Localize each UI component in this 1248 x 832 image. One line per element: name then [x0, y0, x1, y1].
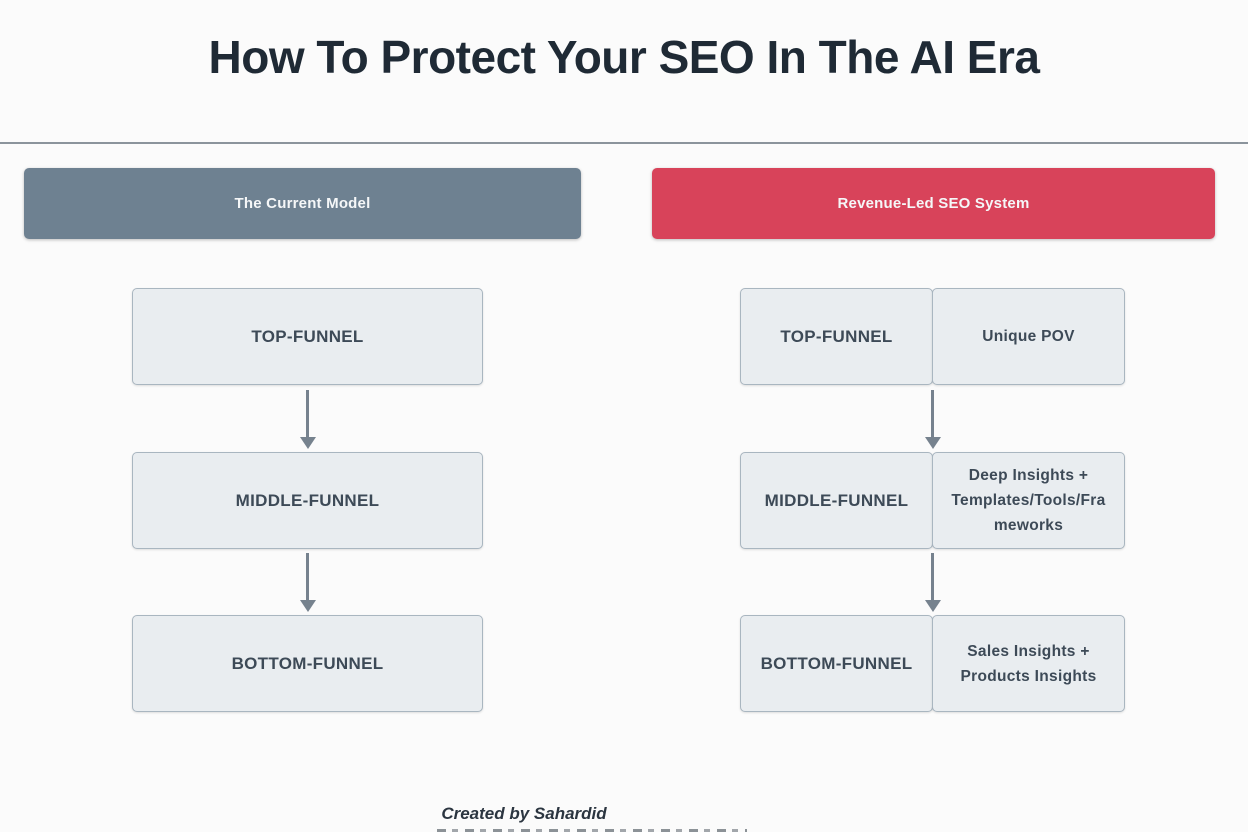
left-box-bottom-funnel: BOTTOM-FUNNEL: [132, 615, 483, 712]
left-box-top-funnel: TOP-FUNNEL: [132, 288, 483, 385]
left-box-middle-funnel: MIDDLE-FUNNEL: [132, 452, 483, 549]
page-title: How To Protect Your SEO In The AI Era: [208, 31, 1040, 83]
right-arrow-down-1-icon: [931, 390, 934, 438]
right-box-middle-funnel-label: MIDDLE-FUNNEL: [764, 490, 909, 510]
right-column-header-label: Revenue-Led SEO System: [837, 195, 1030, 212]
right-box-top-funnel-label: TOP-FUNNEL: [780, 326, 893, 346]
header-divider-line: [0, 142, 1248, 144]
right-box-bottom-funnel: BOTTOM-FUNNEL: [740, 615, 933, 712]
cutoff-text-fragment: [437, 829, 747, 832]
left-arrow-down-1-icon: [306, 390, 309, 438]
footer-credit: Created by Sahardid: [441, 804, 607, 823]
right-arrow-down-2-icon: [931, 553, 934, 601]
left-box-middle-funnel-label: MIDDLE-FUNNEL: [235, 490, 380, 510]
right-box-middle-funnel: MIDDLE-FUNNEL: [740, 452, 933, 549]
right-box-bottom-funnel-label: BOTTOM-FUNNEL: [760, 653, 913, 673]
right-box-deep-insights: Deep Insights + Templates/Tools/Framewor…: [932, 452, 1125, 549]
right-box-unique-pov-label: Unique POV: [982, 328, 1075, 345]
right-column-header: Revenue-Led SEO System: [652, 168, 1215, 239]
left-arrow-down-2-icon: [306, 553, 309, 601]
left-box-bottom-funnel-label: BOTTOM-FUNNEL: [231, 653, 384, 673]
right-box-deep-insights-label: Deep Insights + Templates/Tools/Framewor…: [951, 467, 1106, 534]
right-box-unique-pov: Unique POV: [932, 288, 1125, 385]
left-column-header: The Current Model: [24, 168, 581, 239]
left-column-header-label: The Current Model: [234, 195, 371, 212]
right-box-sales-insights-label: Sales Insights + Products Insights: [960, 642, 1097, 685]
right-box-sales-insights: Sales Insights + Products Insights: [932, 615, 1125, 712]
right-box-top-funnel: TOP-FUNNEL: [740, 288, 933, 385]
left-box-top-funnel-label: TOP-FUNNEL: [251, 326, 364, 346]
